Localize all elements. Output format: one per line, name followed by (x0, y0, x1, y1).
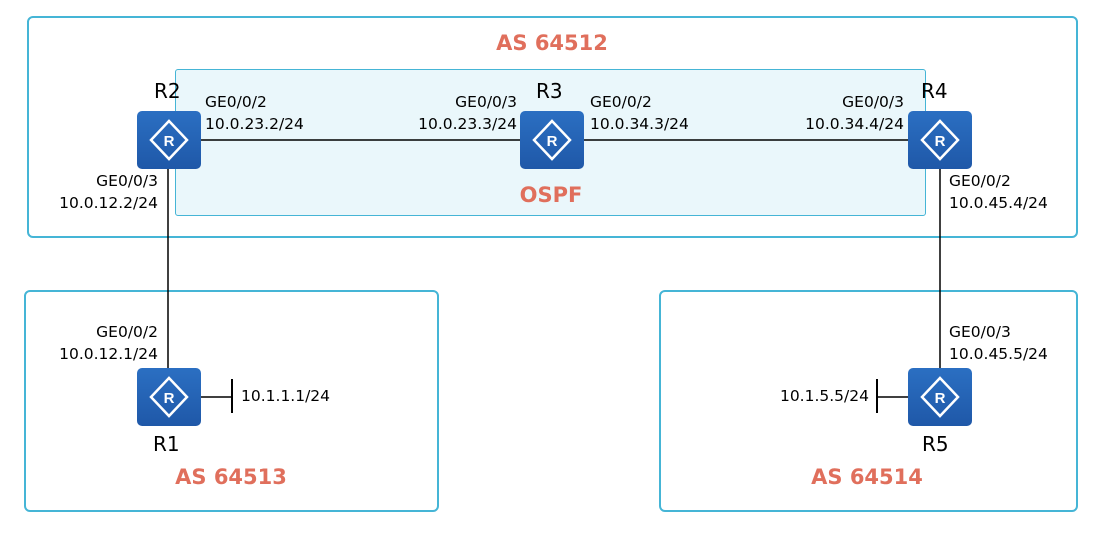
iface-port: GE0/0/2 (949, 172, 1011, 190)
iface-port: GE0/0/2 (590, 93, 652, 111)
router-r1[interactable]: R (137, 368, 201, 426)
router-r1-name: R1 (153, 432, 180, 456)
router-icon: R (149, 119, 189, 161)
iface-ip: 10.0.23.3/24 (418, 115, 517, 133)
iface-port: GE0/0/3 (949, 323, 1011, 341)
svg-text:R: R (935, 133, 946, 150)
iface-r1-ge002: GE0/0/2 10.0.12.1/24 (46, 321, 158, 365)
as-64513-title: AS 64513 (175, 465, 287, 489)
iface-r2-ge002: GE0/0/2 10.0.23.2/24 (205, 91, 304, 135)
iface-r2-ge003: GE0/0/3 10.0.12.2/24 (46, 170, 158, 214)
iface-r5-ge003: GE0/0/3 10.0.45.5/24 (949, 321, 1048, 365)
iface-ip: 10.0.12.1/24 (59, 345, 158, 363)
as-64514-title: AS 64514 (811, 465, 923, 489)
router-r4[interactable]: R (908, 111, 972, 169)
iface-r4-ge003: GE0/0/3 10.0.34.4/24 (792, 91, 904, 135)
router-icon: R (149, 376, 189, 418)
router-r2-name: R2 (154, 79, 181, 103)
iface-r4-ge002: GE0/0/2 10.0.45.4/24 (949, 170, 1048, 214)
iface-r3-ge003: GE0/0/3 10.0.23.3/24 (405, 91, 517, 135)
router-r4-name: R4 (921, 79, 948, 103)
router-icon: R (920, 119, 960, 161)
as-64514-area (659, 290, 1078, 512)
router-r5[interactable]: R (908, 368, 972, 426)
router-r3-name: R3 (536, 79, 563, 103)
iface-ip: 10.0.23.2/24 (205, 115, 304, 133)
router-icon: R (920, 376, 960, 418)
iface-ip: 10.0.45.5/24 (949, 345, 1048, 363)
iface-port: GE0/0/3 (842, 93, 904, 111)
iface-port: GE0/0/2 (96, 323, 158, 341)
ospf-title: OSPF (519, 183, 583, 207)
loopback-r1-label: 10.1.1.1/24 (241, 387, 331, 405)
iface-ip: 10.0.12.2/24 (59, 194, 158, 212)
router-r2[interactable]: R (137, 111, 201, 169)
iface-ip: 10.0.45.4/24 (949, 194, 1048, 212)
iface-ip: 10.0.34.3/24 (590, 115, 689, 133)
iface-port: GE0/0/3 (96, 172, 158, 190)
svg-text:R: R (547, 133, 558, 150)
router-icon: R (532, 119, 572, 161)
router-r3[interactable]: R (520, 111, 584, 169)
iface-r3-ge002: GE0/0/2 10.0.34.3/24 (590, 91, 689, 135)
router-r5-name: R5 (922, 432, 949, 456)
svg-text:R: R (164, 390, 175, 407)
as-64512-title: AS 64512 (496, 31, 608, 55)
iface-port: GE0/0/2 (205, 93, 267, 111)
iface-ip: 10.0.34.4/24 (805, 115, 904, 133)
loopback-r5-label: 10.1.5.5/24 (779, 387, 869, 405)
svg-text:R: R (164, 133, 175, 150)
svg-text:R: R (935, 390, 946, 407)
iface-port: GE0/0/3 (455, 93, 517, 111)
